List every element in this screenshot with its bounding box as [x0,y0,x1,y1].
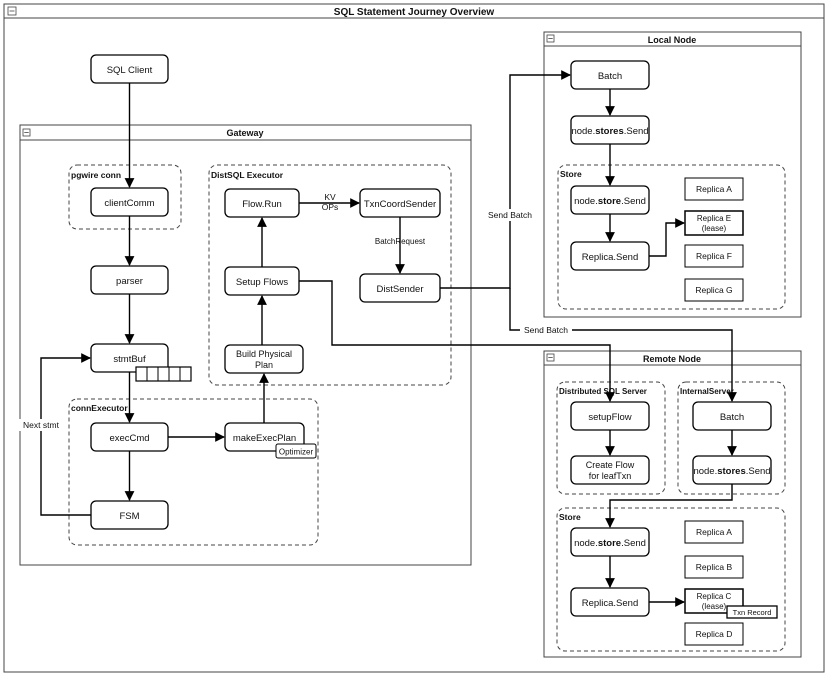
kv-ops-label-2: OPs [322,202,339,212]
distributed-sql-server-group [556,381,666,495]
distsql-executor-group: DistSQL Executor Flow.Run TxnCoordSender… [208,164,452,386]
stmt-buf-label: stmtBuf [113,354,146,365]
sql-client-label: SQL Client [107,65,153,76]
local-batch-label: Batch [598,71,622,82]
parser-label: parser [116,276,143,287]
build-physical-plan-label-2: Plan [255,360,273,370]
local-replica-f-box [684,244,744,268]
send-batch-label-1: Send Batch [488,210,532,220]
build-physical-plan-box [224,344,304,374]
local-replica-e-label-1: Replica E [697,214,731,223]
arrow-setupflows-to-setupflow [299,280,615,402]
arrow-local-replica-send-to-replica-e [649,218,685,257]
page-title: SQL Statement Journey Overview [334,7,495,18]
gateway-title: Gateway [226,128,263,138]
distsql-executor-label: DistSQL Executor [211,170,284,180]
local-node-title: Local Node [648,35,697,45]
remote-replica-send-label: Replica.Send [582,598,639,609]
pgwire-conn-label: pgwire conn [71,170,121,180]
send-batch-label-2: Send Batch [524,325,568,335]
txn-record-box [726,605,778,619]
remote-node-store-send-label: node.store.Send [574,538,646,549]
local-store-label: Store [560,169,582,179]
client-comm-label: clientComm [104,198,154,209]
arrow-distsender-to-local-batch [440,70,571,289]
arrow-remote-stores-to-store-send [605,484,733,528]
make-exec-plan-label: makeExecPlan [233,433,296,444]
remote-replica-b-box [684,555,744,579]
next-stmt-label: Next stmt [23,420,60,430]
remote-replica-c-label-2: (lease) [702,602,727,611]
local-node-store-send-label: node.store.Send [574,196,646,207]
create-flow-label-1: Create Flow [586,460,635,470]
arrow-distsender-to-remote-batch [509,288,737,402]
local-replica-e-label-2: (lease) [702,224,727,233]
setup-flow-label: setupFlow [588,412,631,423]
remote-replica-c-label-1: Replica C [697,592,732,601]
remote-node-title: Remote Node [643,354,701,364]
remote-node-stores-send-label: node.stores.Send [693,466,770,477]
local-replica-e-box [684,210,744,236]
remote-replica-a-box [684,520,744,544]
stmt-buf-node: stmtBuf [90,343,192,382]
distributed-sql-server-label: Distributed SQL Server [559,387,647,396]
local-replica-g-box [684,278,744,302]
local-node-frame: Local Node Batch node.stores.Send Store … [543,31,802,318]
internal-server-label: InternalServer [680,387,734,396]
remote-replica-b-label: Replica B [696,562,733,572]
flow-run-label: Flow.Run [242,199,282,210]
local-store-group [557,164,786,310]
local-replica-a-label: Replica A [696,184,732,194]
remote-store-group [556,507,786,652]
local-replica-f-label: Replica F [696,251,732,261]
sql-client-node: SQL Client [90,54,169,84]
build-physical-plan-label-1: Build Physical [236,349,292,359]
local-replica-send-label: Replica.Send [582,252,639,263]
local-replica-a-box [684,177,744,201]
remote-batch-label: Batch [720,412,744,423]
create-flow-label-2: for leafTxn [589,471,632,481]
txn-coord-sender-label: TxnCoordSender [364,199,436,210]
optimizer-label: Optimizer [279,448,314,457]
dist-sender-label: DistSender [377,284,424,295]
remote-node-frame: Remote Node Distributed SQL Server setup… [543,350,802,658]
fsm-label: FSM [119,511,139,522]
remote-replica-a-label: Replica A [696,527,732,537]
optimizer-badge [275,443,317,459]
parser-node: parser [90,265,169,295]
remote-store-label: Store [559,512,581,522]
arrow-fsm-loop-to-stmtbuf [40,353,91,516]
kv-ops-label-1: KV [324,192,336,202]
create-flow-box [570,455,650,485]
connector-labels: Next stmt Send Batch Send Batch [16,209,572,431]
exec-cmd-label: execCmd [109,433,149,444]
setup-flows-label: Setup Flows [236,277,289,288]
connectors [40,70,737,607]
remote-replica-d-box [684,622,744,646]
conn-executor-label: connExecutor [71,403,128,413]
local-node-stores-send-label: node.stores.Send [571,126,648,137]
queue-icon [135,366,192,382]
remote-replica-d-label: Replica D [696,629,733,639]
txn-record-label: Txn Record [733,608,772,617]
local-replica-g-label: Replica G [695,285,732,295]
